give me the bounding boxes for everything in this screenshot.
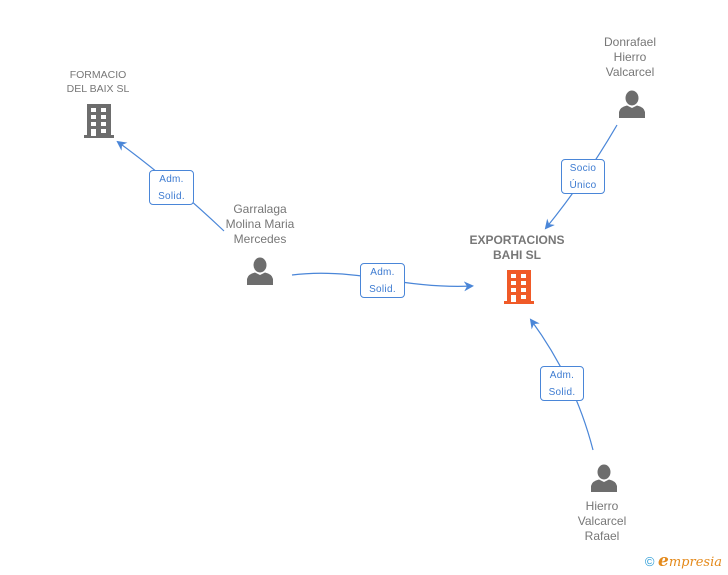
node-exportacions-bahi[interactable]: EXPORTACIONS BAHI SL (457, 233, 577, 263)
node-hierro-valcarcel-rafael[interactable]: Hierro Valcarcel Rafael (552, 499, 652, 544)
brand-rest: mpresia (668, 555, 722, 570)
empresia-logo: empresia (658, 551, 722, 571)
node-label: Hierro Valcarcel Rafael (577, 499, 627, 543)
relation-label-socio-unico[interactable]: Socio Único (561, 159, 605, 194)
node-label: Garralaga Molina Maria Mercedes (225, 202, 295, 246)
footer-brand: © empresia (645, 551, 722, 571)
person-icon[interactable] (246, 257, 274, 285)
node-garralaga-molina-maria-mercedes[interactable]: Garralaga Molina Maria Mercedes (210, 202, 310, 247)
relation-label-adm-solid[interactable]: Adm. Solid. (540, 366, 584, 401)
copyright-icon: © (644, 554, 655, 569)
node-label: FORMACIO DEL BAIX SL (66, 69, 130, 95)
building-icon-main[interactable] (503, 270, 535, 304)
node-label-main: EXPORTACIONS BAHI SL (469, 233, 565, 262)
relation-label-adm-solid[interactable]: Adm. Solid. (360, 263, 405, 298)
brand-initial: e (658, 551, 669, 571)
person-icon[interactable] (590, 464, 618, 492)
person-icon[interactable] (618, 90, 646, 118)
node-formacio-del-baix[interactable]: FORMACIO DEL BAIX SL (48, 68, 148, 96)
node-label: Donrafael Hierro Valcarcel (603, 35, 657, 79)
node-donrafael-hierro-valcarcel[interactable]: Donrafael Hierro Valcarcel (580, 35, 680, 80)
relation-label-adm-solid[interactable]: Adm. Solid. (149, 170, 194, 205)
building-icon[interactable] (84, 104, 114, 138)
